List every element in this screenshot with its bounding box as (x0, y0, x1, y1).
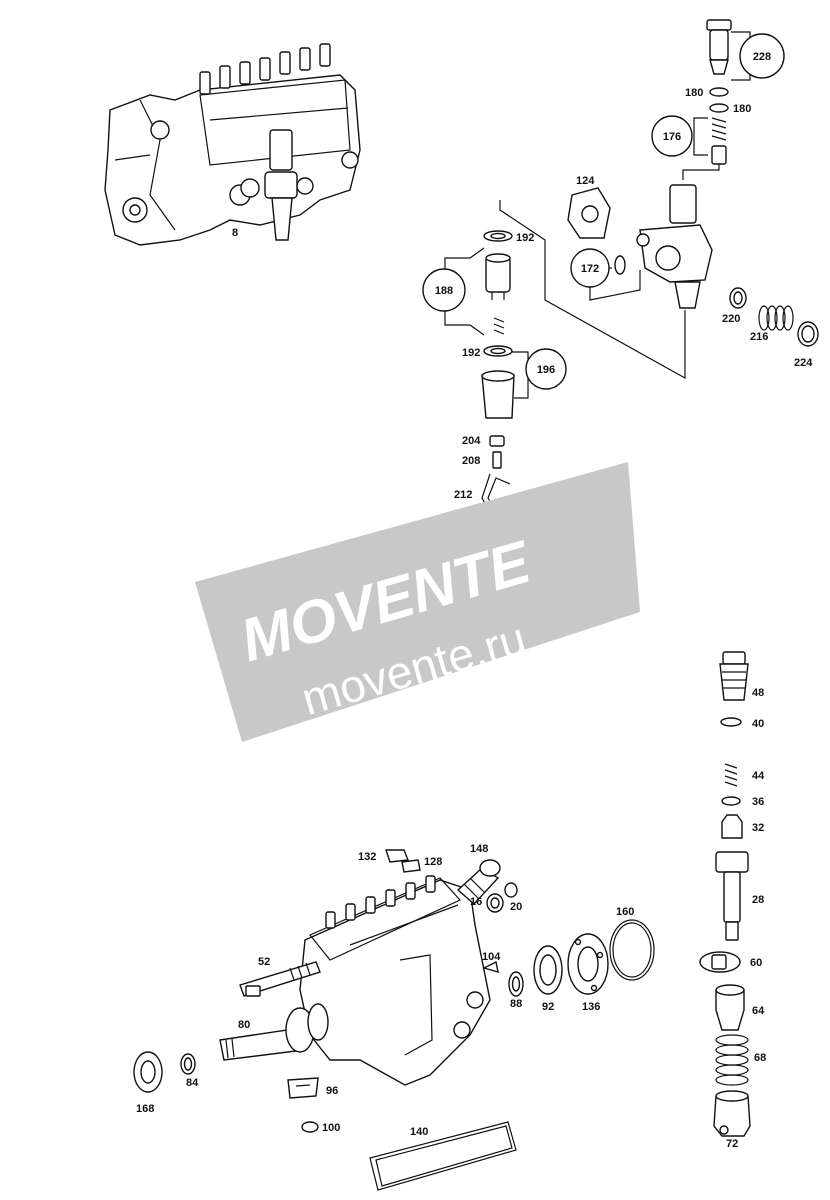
label-88: 88 (510, 998, 522, 1010)
label-28: 28 (752, 894, 764, 906)
feed-pump-on-assembly (240, 129, 314, 241)
label-128: 128 (424, 856, 442, 868)
delivery-valve-holders (199, 43, 331, 95)
delivery-valve-holder-48: 48 (719, 651, 764, 701)
block-128: 128 (401, 856, 442, 873)
block-132: 132 (358, 849, 409, 863)
seal-192-upper: 192 (483, 230, 534, 244)
filter-element-188: 188 (422, 247, 511, 336)
label-16: 16 (470, 896, 482, 908)
leader-line-filter (499, 200, 686, 380)
label-180-b: 180 (733, 103, 751, 115)
bearing-shell-96: 96 (287, 1077, 338, 1099)
seal-36: 36 (721, 796, 764, 808)
label-224: 224 (794, 357, 813, 369)
watermark: MOVENTE movente.ru (195, 462, 640, 742)
spring-44: 44 (724, 763, 765, 787)
washer-180-upper: 180 (685, 87, 729, 99)
label-96: 96 (326, 1085, 338, 1097)
label-132: 132 (358, 851, 376, 863)
gasket-140: 140 (369, 1121, 517, 1191)
label-72: 72 (726, 1138, 738, 1150)
label-136: 136 (582, 1001, 600, 1013)
label-196: 196 (537, 364, 555, 376)
ring-84: 84 (180, 1053, 199, 1089)
fitting-148: 148 (349, 843, 501, 946)
label-68: 68 (754, 1052, 766, 1064)
housing-delivery-valves (325, 875, 436, 929)
washer-172: 172 (570, 248, 641, 301)
label-216: 216 (750, 331, 768, 343)
label-36: 36 (752, 796, 764, 808)
label-80: 80 (238, 1019, 250, 1031)
spring-seat-64: 64 (715, 984, 765, 1031)
label-8: 8 (232, 227, 238, 239)
label-48: 48 (752, 687, 764, 699)
ring-224: 224 (794, 321, 819, 369)
label-60: 60 (750, 957, 762, 969)
barrel-plunger-28: 28 (715, 851, 764, 941)
flange-136: 136 (567, 933, 609, 1013)
tappet-72: 72 (713, 1090, 751, 1150)
valve-set-176: 176 (651, 115, 727, 165)
label-148: 148 (470, 843, 488, 855)
label-104: 104 (482, 951, 501, 963)
stud-208: 208 (462, 451, 502, 469)
valve-32: 32 (721, 814, 764, 839)
label-92: 92 (542, 1001, 554, 1013)
label-64: 64 (752, 1005, 765, 1017)
label-192-b: 192 (462, 347, 480, 359)
label-204: 204 (462, 435, 481, 447)
label-180-a: 180 (685, 87, 703, 99)
label-140: 140 (410, 1126, 428, 1138)
gasket-124: 124 (567, 175, 611, 239)
label-32: 32 (752, 822, 764, 834)
bearing-92: 92 (533, 945, 563, 1013)
camshaft-80: 80 (219, 1003, 329, 1061)
label-220: 220 (722, 313, 740, 325)
label-124: 124 (576, 175, 595, 187)
plug-100: 100 (301, 1121, 340, 1134)
spring-216: 216 (750, 305, 794, 343)
injection-pump-assembly: 8 (104, 43, 361, 246)
nut-204: 204 (462, 435, 505, 447)
label-40: 40 (752, 718, 764, 730)
label-208: 208 (462, 455, 480, 467)
washer-180-lower: 180 (709, 103, 751, 115)
label-160: 160 (616, 906, 634, 918)
label-212: 212 (454, 489, 472, 501)
label-20: 20 (510, 901, 522, 913)
seal-168: 168 (133, 1051, 163, 1115)
control-sleeve-60: 60 (699, 951, 762, 973)
watermark-band (195, 462, 640, 742)
ring-88: 88 (508, 971, 524, 1010)
control-rack-52: 52 (239, 956, 321, 997)
label-100: 100 (322, 1122, 340, 1134)
label-52: 52 (258, 956, 270, 968)
label-168: 168 (136, 1103, 154, 1115)
label-84: 84 (186, 1077, 199, 1089)
seal-16: 16 (470, 893, 504, 913)
label-176: 176 (663, 131, 681, 143)
filter-bowl-196: 196 (481, 348, 567, 419)
spring-68: 68 (715, 1034, 766, 1086)
seal-192-lower: 192 (462, 345, 513, 359)
seal-ring-220: 220 (722, 287, 747, 325)
washer-40: 40 (720, 717, 764, 730)
ring-20: 20 (504, 882, 522, 913)
label-188: 188 (435, 285, 453, 297)
key-104: 104 (482, 951, 501, 973)
feed-pump-body (636, 164, 720, 309)
label-172: 172 (581, 263, 599, 275)
hand-primer-228: 228 (706, 19, 785, 81)
label-228: 228 (753, 51, 771, 63)
o-ring-160: 160 (609, 906, 655, 981)
pump-housing (299, 875, 491, 1086)
label-192-a: 192 (516, 232, 534, 244)
label-44: 44 (752, 770, 765, 782)
